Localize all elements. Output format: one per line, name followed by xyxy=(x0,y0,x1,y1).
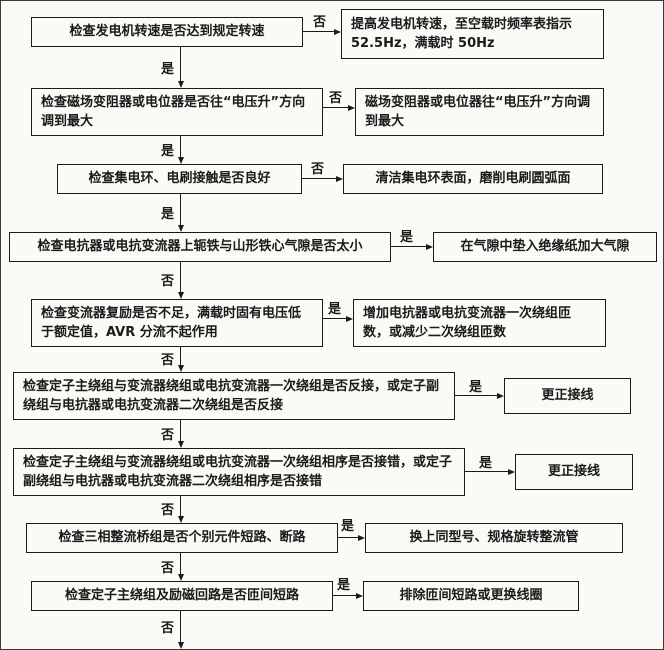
v-arrow-5 xyxy=(178,347,184,372)
h-arrow-3 xyxy=(302,176,343,182)
v-arrow-7 xyxy=(178,496,184,523)
check-box-2: 检查磁场变阻器或电位器是否往“电压升”方向调到最大 xyxy=(31,88,323,136)
branch-label-4: 是 xyxy=(400,230,414,245)
check-box-9: 检查定子主绕组及励磁回路是否匝间短路 xyxy=(31,581,333,611)
h-arrow-5 xyxy=(323,316,353,322)
action-box-9: 排除匝间短路或更换线圈 xyxy=(363,581,579,611)
h-arrow-9 xyxy=(333,593,363,599)
action-box-7: 更正接线 xyxy=(515,454,633,490)
check-box-6: 检查定子主绕组与变流器绕组或电抗变流器一次绕组是否反接，或定子副绕组与电抗器或电… xyxy=(13,372,455,420)
check-box-1: 检查发电机转速是否达到规定转速 xyxy=(31,17,303,47)
check-box-4: 检查电抗器或电抗变流器上轭铁与山形铁心气隙是否太小 xyxy=(9,232,391,262)
v-arrow-3 xyxy=(178,194,184,232)
down-label-4: 否 xyxy=(161,274,175,289)
h-arrow-1 xyxy=(303,29,341,35)
check-box-8: 检查三相整流桥组是否个别元件短路、断路 xyxy=(26,523,338,553)
down-label-6: 否 xyxy=(161,428,175,443)
branch-label-9: 是 xyxy=(337,578,351,593)
branch-label-2: 否 xyxy=(329,91,343,106)
action-box-1: 提高发电机转速，至空载时频率表指示 52.5Hz，满载时 50Hz xyxy=(341,9,604,59)
check-box-7: 检查定子主绕组与变流器绕组或电抗变流器一次绕组相序是否接错，或定子副绕组与电抗器… xyxy=(13,448,465,496)
branch-label-3: 否 xyxy=(311,162,325,177)
down-label-2: 是 xyxy=(161,144,175,159)
h-arrow-6 xyxy=(455,393,504,399)
action-box-2: 磁场变阻器或电位器往“电压升”方向调到最大 xyxy=(355,88,604,136)
h-arrow-7 xyxy=(465,469,515,475)
v-arrow-9 xyxy=(178,611,184,649)
down-label-9: 否 xyxy=(161,621,175,636)
branch-label-5: 是 xyxy=(328,302,342,317)
v-arrow-8 xyxy=(178,553,184,581)
down-label-3: 是 xyxy=(161,207,175,222)
down-label-7: 否 xyxy=(161,503,175,518)
check-box-3: 检查集电环、电刷接触是否良好 xyxy=(57,164,302,194)
v-arrow-2 xyxy=(178,136,184,164)
branch-label-7: 是 xyxy=(479,456,493,471)
h-arrow-2 xyxy=(323,105,355,111)
down-label-1: 是 xyxy=(161,62,175,77)
check-box-5: 检查变流器复励是否不足，满载时固有电压低于额定值，AVR 分流不起作用 xyxy=(31,299,323,347)
down-label-8: 否 xyxy=(161,561,175,576)
branch-label-8: 是 xyxy=(341,519,355,534)
branch-label-1: 否 xyxy=(313,15,327,30)
h-arrow-4 xyxy=(391,244,433,250)
action-box-3: 清洁集电环表面，磨削电刷圆弧面 xyxy=(343,164,603,194)
action-box-6: 更正接线 xyxy=(504,378,631,414)
v-arrow-4 xyxy=(178,262,184,299)
action-box-4: 在气隙中垫入绝缘纸加大气隙 xyxy=(433,232,657,262)
v-arrow-6 xyxy=(178,420,184,448)
down-label-5: 否 xyxy=(161,353,175,368)
branch-label-6: 是 xyxy=(469,380,483,395)
action-box-8: 换上同型号、规格旋转整流管 xyxy=(365,523,623,553)
h-arrow-8 xyxy=(338,535,365,541)
action-box-5: 增加电抗器或电抗变流器一次绕组匝数，或减少二次绕组匝数 xyxy=(353,299,606,347)
v-arrow-1 xyxy=(178,47,184,88)
